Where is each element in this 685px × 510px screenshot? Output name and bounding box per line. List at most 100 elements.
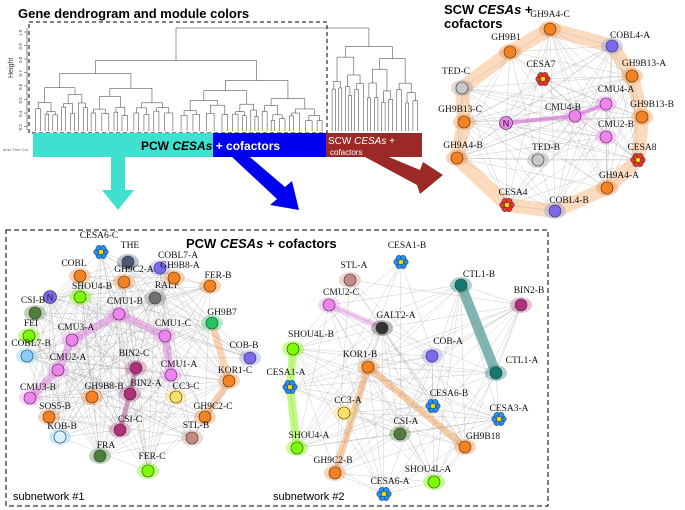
network-edge [343,412,500,420]
sub1-node-cobl7-a[interactable]: COBL7-A [149,251,198,276]
scw-node-gh9b1[interactable]: GH9B1 [491,33,521,60]
network-edge [367,366,466,448]
node-dot [427,475,441,489]
sub2-node-gh9c2-b[interactable]: GH9C2-B [313,456,353,481]
sub1-node-the[interactable]: THE [117,241,139,270]
network-edge [26,355,230,382]
sub2-node-ctl1-b[interactable]: CTL1-B [450,270,495,293]
scw-node-gh9a4-a[interactable]: GH9A4-A [596,171,639,196]
scw-node-n[interactable]: N [499,116,513,130]
network-edge [79,296,101,457]
sub2-node-stl-a[interactable]: STL-A [339,261,368,288]
sub2-node-shou4l-b[interactable]: SHOU4L-B [282,330,334,357]
sub2-node-cob-a[interactable]: COB-A [421,337,463,364]
scw-node-gh9b13-a[interactable]: GH9B13-A [621,59,666,84]
network-edge [328,304,434,407]
scw-node-cmu4-a[interactable]: CMU4-A [595,85,634,112]
network-edge [164,322,213,337]
sub1-node-cmu3-b[interactable]: CMU3-B [19,383,56,406]
scw-node-cesa4[interactable]: CESA4 [498,188,528,212]
sub2-node-cc3-a[interactable]: CC3-A [333,396,362,421]
sub1-node-fer-b[interactable]: FER-B [199,271,231,294]
cesa-flower-icon [499,198,515,212]
scw-node-cmu4-b[interactable]: CMU4-B [545,103,586,124]
scw-node-cesa8[interactable]: CESA8 [627,143,657,167]
scw-node-gh9a4-c[interactable]: GH9A4-C [530,10,570,37]
node-dot [600,181,614,195]
sub2-node-ctl1-a[interactable]: CTL1-A [485,356,538,381]
sub2-node-cesa1-b[interactable]: CESA1-B [388,241,427,269]
sub2-node-gh9b18[interactable]: GH9B18 [454,432,500,455]
node-dot [28,306,42,320]
sub2-node-cesa3-a[interactable]: CESA3-A [489,404,529,426]
scw-node-gh9b13-c[interactable]: GH9B13-C [438,105,482,130]
cesa-flower-icon [535,72,551,86]
sub1-node-bin2-a[interactable]: BIN2-A [119,379,162,402]
network-edge [542,45,613,80]
sub2-node-csi-a[interactable]: CSI-A [389,417,419,442]
sub1-node-gh9b8-a[interactable]: GH9B8-A [160,261,200,286]
sub1-node-cobl7-b[interactable]: COBL7-B [11,339,51,364]
node-label: FER-C [139,452,166,462]
sub1-node-n[interactable]: N [43,290,57,304]
scw-node-gh9b13-b[interactable]: GH9B13-B [630,100,674,125]
sub1-node-kob-b[interactable]: KOB-B [47,422,77,445]
scw-node-ted-c[interactable]: TED-C [442,67,473,96]
sub2-node-cesa6-b[interactable]: CESA6-B [425,389,468,413]
node-label: SHOU4-A [289,431,330,441]
sub1-node-stl-b[interactable]: STL-B [181,421,209,446]
sub2-node-cesa1-a[interactable]: CESA1-A [266,368,306,394]
sub1-node-kor1-c[interactable]: KOR1-C [218,366,252,389]
sub1-node-cc3-c[interactable]: CC3-C [165,382,199,405]
sub1-node-ralf[interactable]: RALF [144,281,179,306]
network-edge [159,267,193,439]
sub1-node-cob-b[interactable]: COB-B [229,341,261,366]
sub1-node-gh9c2-c[interactable]: GH9C2-C [193,402,233,425]
network-edge [505,28,551,124]
network-edge [292,348,435,483]
node-label: CMU2-B [598,120,634,130]
sub1-node-fer-c[interactable]: FER-C [137,452,165,479]
scw-node-cmu2-b[interactable]: CMU2-B [595,120,634,145]
scw-node-cobl4-a[interactable]: COBL4-A [601,31,650,54]
node-dot [22,329,36,343]
sub1-node-cmu1-a[interactable]: CMU1-A [160,360,197,383]
sub2-node-kor1-b[interactable]: KOR1-B [343,350,379,375]
scw-node-gh9a4-b[interactable]: GH9A4-B [443,141,483,166]
node-dot [53,430,67,444]
pcw-panel-title: PCW CESAs + cofactors [186,236,337,251]
sub1-node-sos5-b[interactable]: SOS5-B [38,402,71,425]
sub1-node-cmu3-a[interactable]: CMU3-A [58,323,95,348]
network-edge [48,267,161,418]
sub1-node-csi-b[interactable]: CSI-B [21,296,46,321]
sub1-node-fei[interactable]: FEI [18,319,40,344]
sub1-node-fra[interactable]: FRA [89,441,115,464]
sub2-node-bin2-b[interactable]: BIN2-B [510,286,544,313]
scw-node-cobl4-b[interactable]: COBL4-B [544,196,589,219]
sub1-node-gh9b7[interactable]: GH9B7 [201,308,237,331]
sub1-node-cmu1-b[interactable]: CMU1-B [107,297,143,322]
sub2-node-galt2-a[interactable]: GALT2-A [371,311,416,336]
sub1-node-cmu2-a[interactable]: CMU2-A [47,353,86,378]
network-edge [99,437,193,457]
n-marker-icon [43,290,57,304]
sub1-node-cobl[interactable]: COBL [61,259,91,284]
sub1-node-gh9b8-b[interactable]: GH9B8-B [81,382,124,405]
sub1-node-gh9c2-a[interactable]: GH9C2-A [113,265,154,290]
sub2-node-shou4-a[interactable]: SHOU4-A [286,431,329,456]
sub1-node-csi-c[interactable]: CSI-C [109,415,142,438]
sub2-node-cmu2-c[interactable]: CMU2-C [318,288,359,313]
sub1-node-shou4-b[interactable]: SHOU4-B [69,282,112,305]
sub1-node-bin2-c[interactable]: BIN2-C [119,349,150,376]
sub2-node-cesa6-a[interactable]: CESA6-A [370,477,410,501]
network-edge [296,372,497,449]
sub1-node-cesa6-c[interactable]: CESA6-C [80,231,119,259]
sub2-node-shou4l-a[interactable]: SHOU4L-A [405,465,452,490]
network-edge [34,312,120,315]
network-edge [505,115,576,124]
sub1-node-cmu1-c[interactable]: CMU1-C [154,319,191,344]
node-label: CESA8 [627,143,656,153]
scw-node-cesa7[interactable]: CESA7 [526,60,556,86]
scw-node-ted-b[interactable]: TED-B [527,143,560,168]
network-edge [289,386,298,449]
